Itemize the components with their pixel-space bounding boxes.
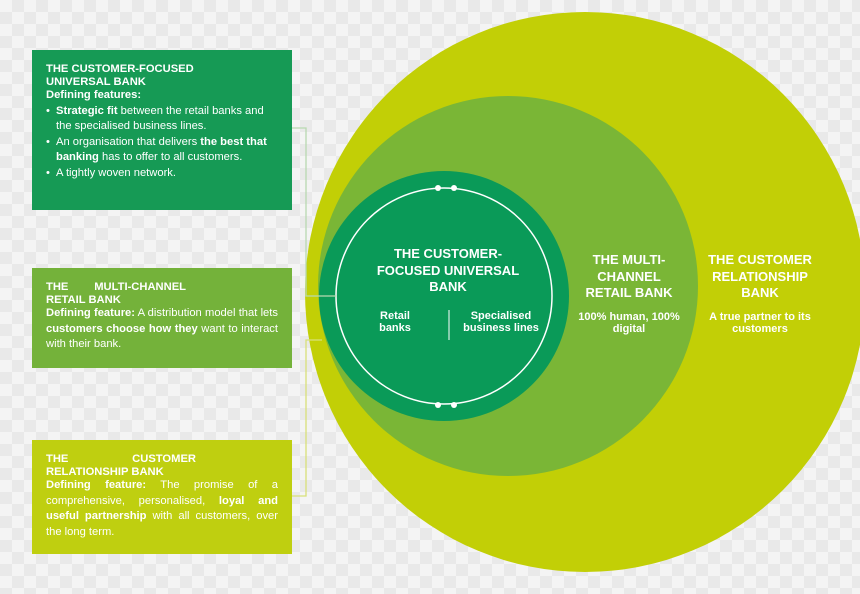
feature-item: Strategic fit between the retail banks a… [46, 104, 278, 135]
multichannel-bank-box-title: THE MULTI-CHANNEL RETAIL BANK [46, 281, 186, 306]
feature-text: has to offer to all customers. [98, 151, 243, 163]
inner-circle-title: THE CUSTOMER-FOCUSED UNIVERSAL BANK [376, 246, 520, 296]
retail-banks-label: Retail banks [379, 310, 411, 334]
middle-circle-label: THE MULTI-CHANNEL RETAIL BANK 100% human… [578, 252, 680, 335]
feature-item: An organisation that delivers the best t… [46, 135, 278, 166]
outer-circle-label: THE CUSTOMER RELATIONSHIP BANK A true pa… [698, 252, 822, 335]
outer-circle-sub-text: A true partner to its customers [709, 310, 811, 335]
feature-text: The promise of a comprehensive, personal… [46, 479, 278, 507]
feature-label: Defining feature: [46, 479, 147, 491]
middle-circle-sub-text: 100% human, 100% digital [578, 310, 680, 335]
feature-bold: customers choose how they [46, 322, 198, 335]
inner-circle-title-text: THE CUSTOMER-FOCUSED UNIVERSAL BANK [376, 246, 520, 294]
feature-bold: the best that banking [56, 135, 267, 164]
feature-text: between the retail banks and the special… [56, 104, 264, 133]
feature-text: An organisation that delivers [56, 135, 201, 148]
universal-bank-box-title: THE CUSTOMER-FOCUSED UNIVERSAL BANK [46, 63, 194, 88]
feature-text: A tightly woven network. [56, 166, 177, 179]
universal-bank-box-sub: Defining features: [46, 89, 142, 101]
inner-circle-universal-bank [319, 171, 569, 421]
feature-label: Defining feature: [46, 307, 135, 319]
feature-bold: Strategic fit [56, 104, 118, 117]
outer-circle-title-text: THE CUSTOMER RELATIONSHIP BANK [708, 252, 812, 300]
middle-circle-title-text: THE MULTI-CHANNEL RETAIL BANK [585, 252, 673, 300]
connector-relationship [292, 339, 322, 497]
feature-item: A tightly woven network. [46, 166, 278, 182]
specialised-business-lines-label: Specialised business lines [463, 310, 539, 334]
ring-dot [451, 185, 457, 191]
multichannel-bank-box: THE MULTI-CHANNEL RETAIL BANK Defining f… [32, 268, 292, 368]
ring-dot [451, 402, 457, 408]
ring-dot [435, 185, 441, 191]
relationship-bank-box-title: THE CUSTOMER RELATIONSHIP BANK [46, 453, 196, 478]
multichannel-bank-box-text: Defining feature: A distribution model t… [46, 306, 278, 353]
feature-bold: loyal and useful partnership [46, 494, 278, 523]
inner-circle-right-label: Specialised business lines [461, 310, 541, 334]
feature-text: with all customers, over the long term. [46, 510, 278, 538]
universal-bank-feature-list: Strategic fit between the retail banks a… [46, 104, 278, 182]
relationship-bank-box-text: Defining feature: The promise of a compr… [46, 478, 278, 540]
relationship-bank-box: THE CUSTOMER RELATIONSHIP BANK Defining … [32, 440, 292, 554]
inner-circle-left-label: Retail banks [366, 310, 424, 334]
feature-text: A distribution model that lets [135, 307, 278, 319]
connector-universal [292, 127, 336, 297]
feature-text: want to interact with their bank. [46, 322, 278, 351]
universal-bank-box: THE CUSTOMER-FOCUSED UNIVERSAL BANK Defi… [32, 50, 292, 210]
ring-dot [435, 402, 441, 408]
